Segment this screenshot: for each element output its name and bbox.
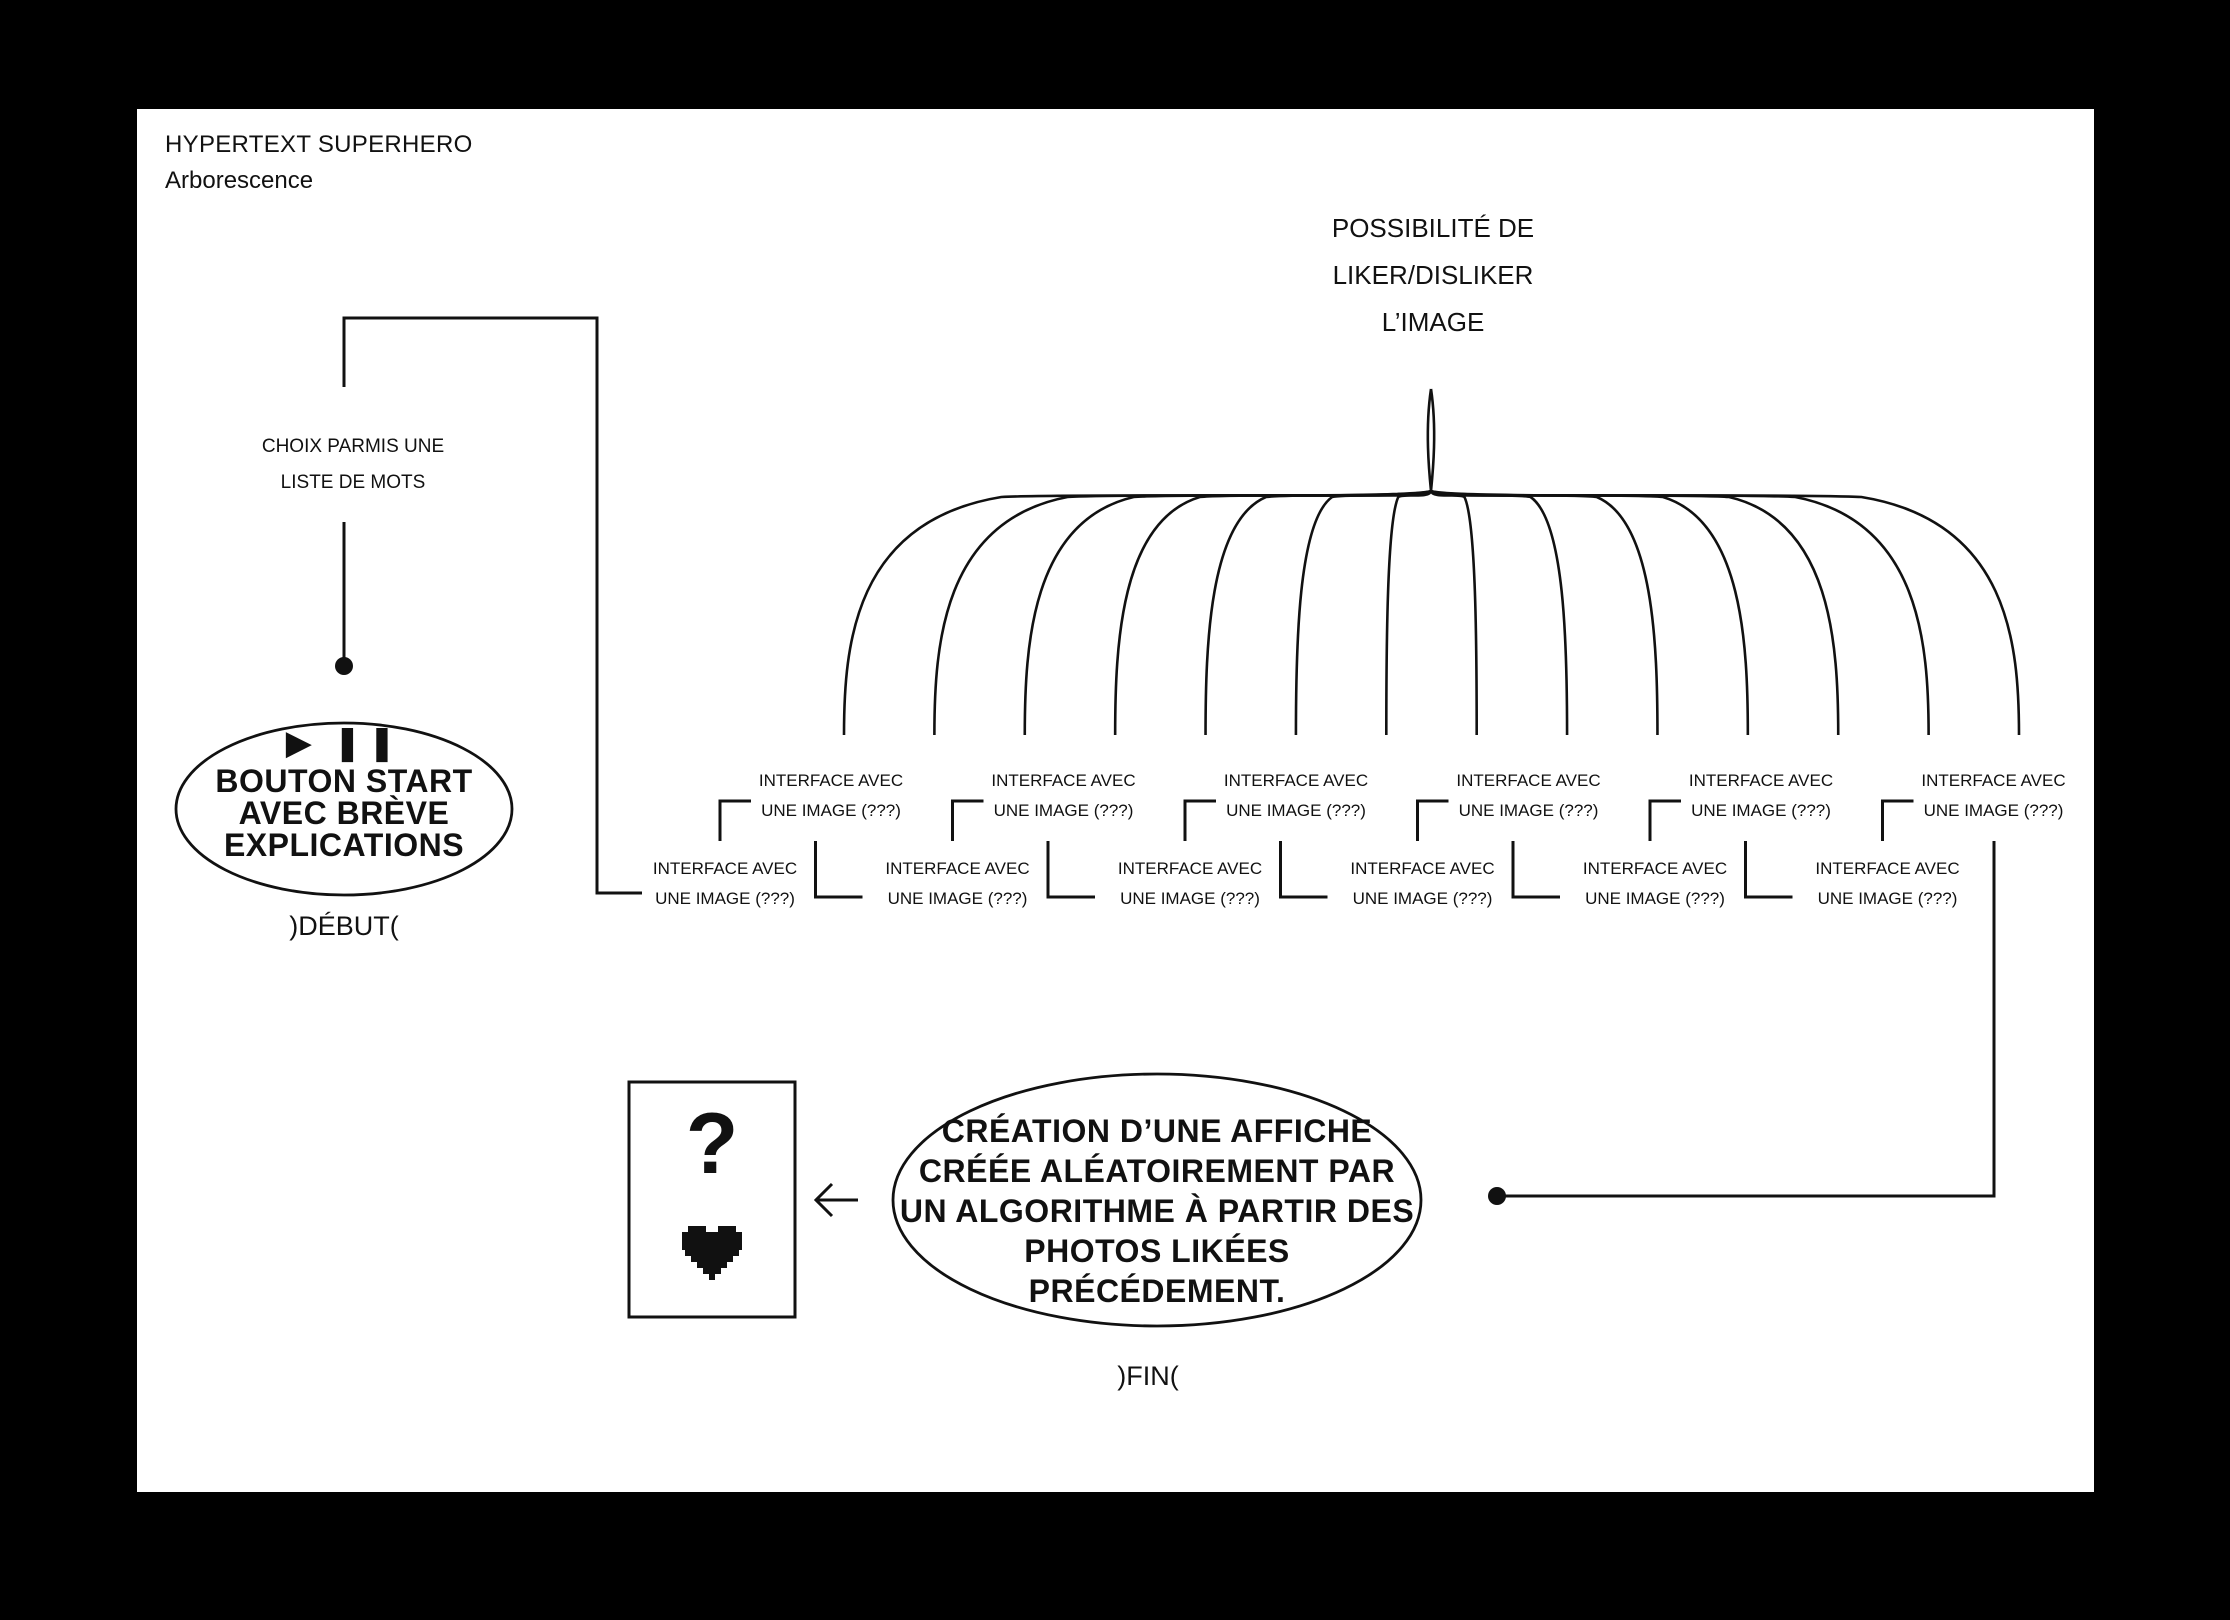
node-bracket (1416, 799, 1449, 841)
header-title: HYPERTEXT SUPERHERO (165, 131, 473, 158)
fan-arc (1430, 489, 2021, 736)
node-brackets (718, 799, 1914, 899)
interface-node-line: UNE IMAGE (???) (993, 801, 1134, 820)
node-bracket (1881, 799, 1914, 841)
end-text-line: CRÉATION D’UNE AFFICHE (941, 1113, 1373, 1149)
node-bracket (718, 799, 751, 841)
header-subtitle: Arborescence (165, 167, 314, 194)
interface-node-line: UNE IMAGE (???) (1691, 801, 1831, 820)
start-oval (174, 721, 514, 897)
node-bracket (1511, 841, 1560, 899)
interface-node: INTERFACE AVEC UNE IMAGE (???) (1803, 854, 1973, 914)
node-bracket (1183, 799, 1216, 841)
like-label-line: POSSIBILITÉ DE (1331, 213, 1535, 243)
interface-node: INTERFACE AVEC UNE IMAGE (???) (1676, 766, 1846, 826)
start-button-text: BOUTON START AVEC BRÈVE EXPLICATIONS (215, 765, 472, 861)
interface-node: INTERFACE AVEC UNE IMAGE (???) (1105, 854, 1275, 914)
fan-arc (1113, 489, 1432, 736)
interface-node: INTERFACE AVEC UNE IMAGE (???) (746, 766, 916, 826)
interface-node-line: INTERFACE AVEC (1815, 859, 1960, 878)
end-text-line: PRÉCÉDEMENT. (1028, 1273, 1286, 1309)
interface-node-line: INTERFACE AVEC (758, 771, 904, 790)
node-bracket (1046, 841, 1095, 899)
interface-node: INTERFACE AVEC UNE IMAGE (???) (1338, 854, 1508, 914)
interface-node-line: UNE IMAGE (???) (1817, 889, 1958, 908)
poster-question-mark: ? (685, 1096, 739, 1192)
choice-label: CHOIX PARMIS UNE LISTE DE MOTS (262, 429, 444, 501)
interface-node-line: UNE IMAGE (???) (761, 801, 901, 820)
start-text-line: BOUTON START (215, 763, 473, 799)
connector-start-top (342, 316, 642, 895)
end-oval (891, 1072, 1423, 1328)
node-bracket (1744, 841, 1793, 899)
fan-arc (1294, 489, 1433, 736)
diagram-canvas (174, 316, 2021, 1328)
interface-node-line: INTERFACE AVEC (652, 859, 798, 878)
interface-node-line: UNE IMAGE (???) (1226, 801, 1366, 820)
like-label-line: LIKER/DISLIKER (1332, 260, 1534, 290)
fan-arc (1430, 489, 1750, 736)
fan-arc (1430, 489, 1840, 736)
end-dot (1488, 1187, 1506, 1205)
start-dot (335, 657, 353, 675)
like-fan (842, 388, 2021, 736)
fan-arc (933, 489, 1432, 736)
interface-node-line: UNE IMAGE (???) (655, 889, 795, 908)
interface-node-line: UNE IMAGE (???) (1585, 889, 1725, 908)
node-bracket (1648, 799, 1681, 841)
end-text-line: CRÉÉE ALÉATOIREMENT PAR (918, 1153, 1396, 1189)
fan-arc (1023, 489, 1432, 736)
fan-stem (1426, 388, 1436, 492)
node-bracket (951, 799, 984, 841)
fan-arc (1430, 489, 1930, 736)
interface-node-line: UNE IMAGE (???) (1352, 889, 1493, 908)
interface-node: INTERFACE AVEC UNE IMAGE (???) (873, 854, 1043, 914)
fan-arc (1204, 489, 1432, 736)
fan-arc (1385, 490, 1433, 736)
interface-node: INTERFACE AVEC UNE IMAGE (???) (640, 854, 810, 914)
start-label: )DÉBUT( (289, 911, 399, 941)
heart-icon (682, 1226, 742, 1280)
interface-node-line: INTERFACE AVEC (991, 771, 1136, 790)
end-text: CRÉATION D’UNE AFFICHE CRÉÉE ALÉATOIREME… (900, 1111, 1414, 1311)
interface-node: INTERFACE AVEC UNE IMAGE (???) (1570, 854, 1740, 914)
interface-node: INTERFACE AVEC UNE IMAGE (???) (1211, 766, 1381, 826)
diagram-sheet: HYPERTEXT SUPERHERO Arborescence POSSIBI… (137, 109, 2094, 1492)
interface-node-line: INTERFACE AVEC (1582, 859, 1728, 878)
fan-arc (1429, 489, 1569, 736)
choice-label-line: CHOIX PARMIS UNE (261, 436, 445, 457)
node-bracket (814, 841, 863, 899)
interface-node-line: INTERFACE AVEC (1456, 771, 1601, 790)
left-arrow-icon (813, 1182, 858, 1218)
interface-node-line: INTERFACE AVEC (1921, 771, 2066, 790)
interface-node-line: UNE IMAGE (???) (1120, 889, 1260, 908)
end-text-line: UN ALGORITHME À PARTIR DES (899, 1193, 1415, 1229)
interface-node-line: INTERFACE AVEC (1350, 859, 1495, 878)
start-text-line: AVEC BRÈVE (238, 795, 450, 831)
node-bracket (1279, 841, 1328, 899)
choice-label-line: LISTE DE MOTS (280, 472, 426, 493)
interface-node-line: UNE IMAGE (???) (1923, 801, 2064, 820)
play-pause-icon: ▶ ❚❚ (285, 724, 403, 762)
connector-end (1497, 841, 1996, 1198)
fan-arc (1430, 489, 1659, 736)
interface-node-line: INTERFACE AVEC (1688, 771, 1834, 790)
interface-node: INTERFACE AVEC UNE IMAGE (???) (1909, 766, 2079, 826)
interface-node-line: INTERFACE AVEC (1117, 859, 1263, 878)
end-label: )FIN( (1117, 1361, 1179, 1391)
like-label: POSSIBILITÉ DE LIKER/DISLIKER L’IMAGE (1332, 205, 1534, 346)
end-text-line: PHOTOS LIKÉES (1024, 1233, 1290, 1269)
interface-node-line: INTERFACE AVEC (885, 859, 1030, 878)
like-label-line: L’IMAGE (1381, 307, 1485, 337)
interface-node-line: UNE IMAGE (???) (887, 889, 1028, 908)
fan-arc (1429, 490, 1478, 736)
interface-node-line: UNE IMAGE (???) (1458, 801, 1599, 820)
start-text-line: EXPLICATIONS (223, 827, 465, 863)
interface-node: INTERFACE AVEC UNE IMAGE (???) (1444, 766, 1614, 826)
interface-node-line: INTERFACE AVEC (1223, 771, 1369, 790)
fan-arc (842, 489, 1432, 736)
interface-node: INTERFACE AVEC UNE IMAGE (???) (979, 766, 1149, 826)
